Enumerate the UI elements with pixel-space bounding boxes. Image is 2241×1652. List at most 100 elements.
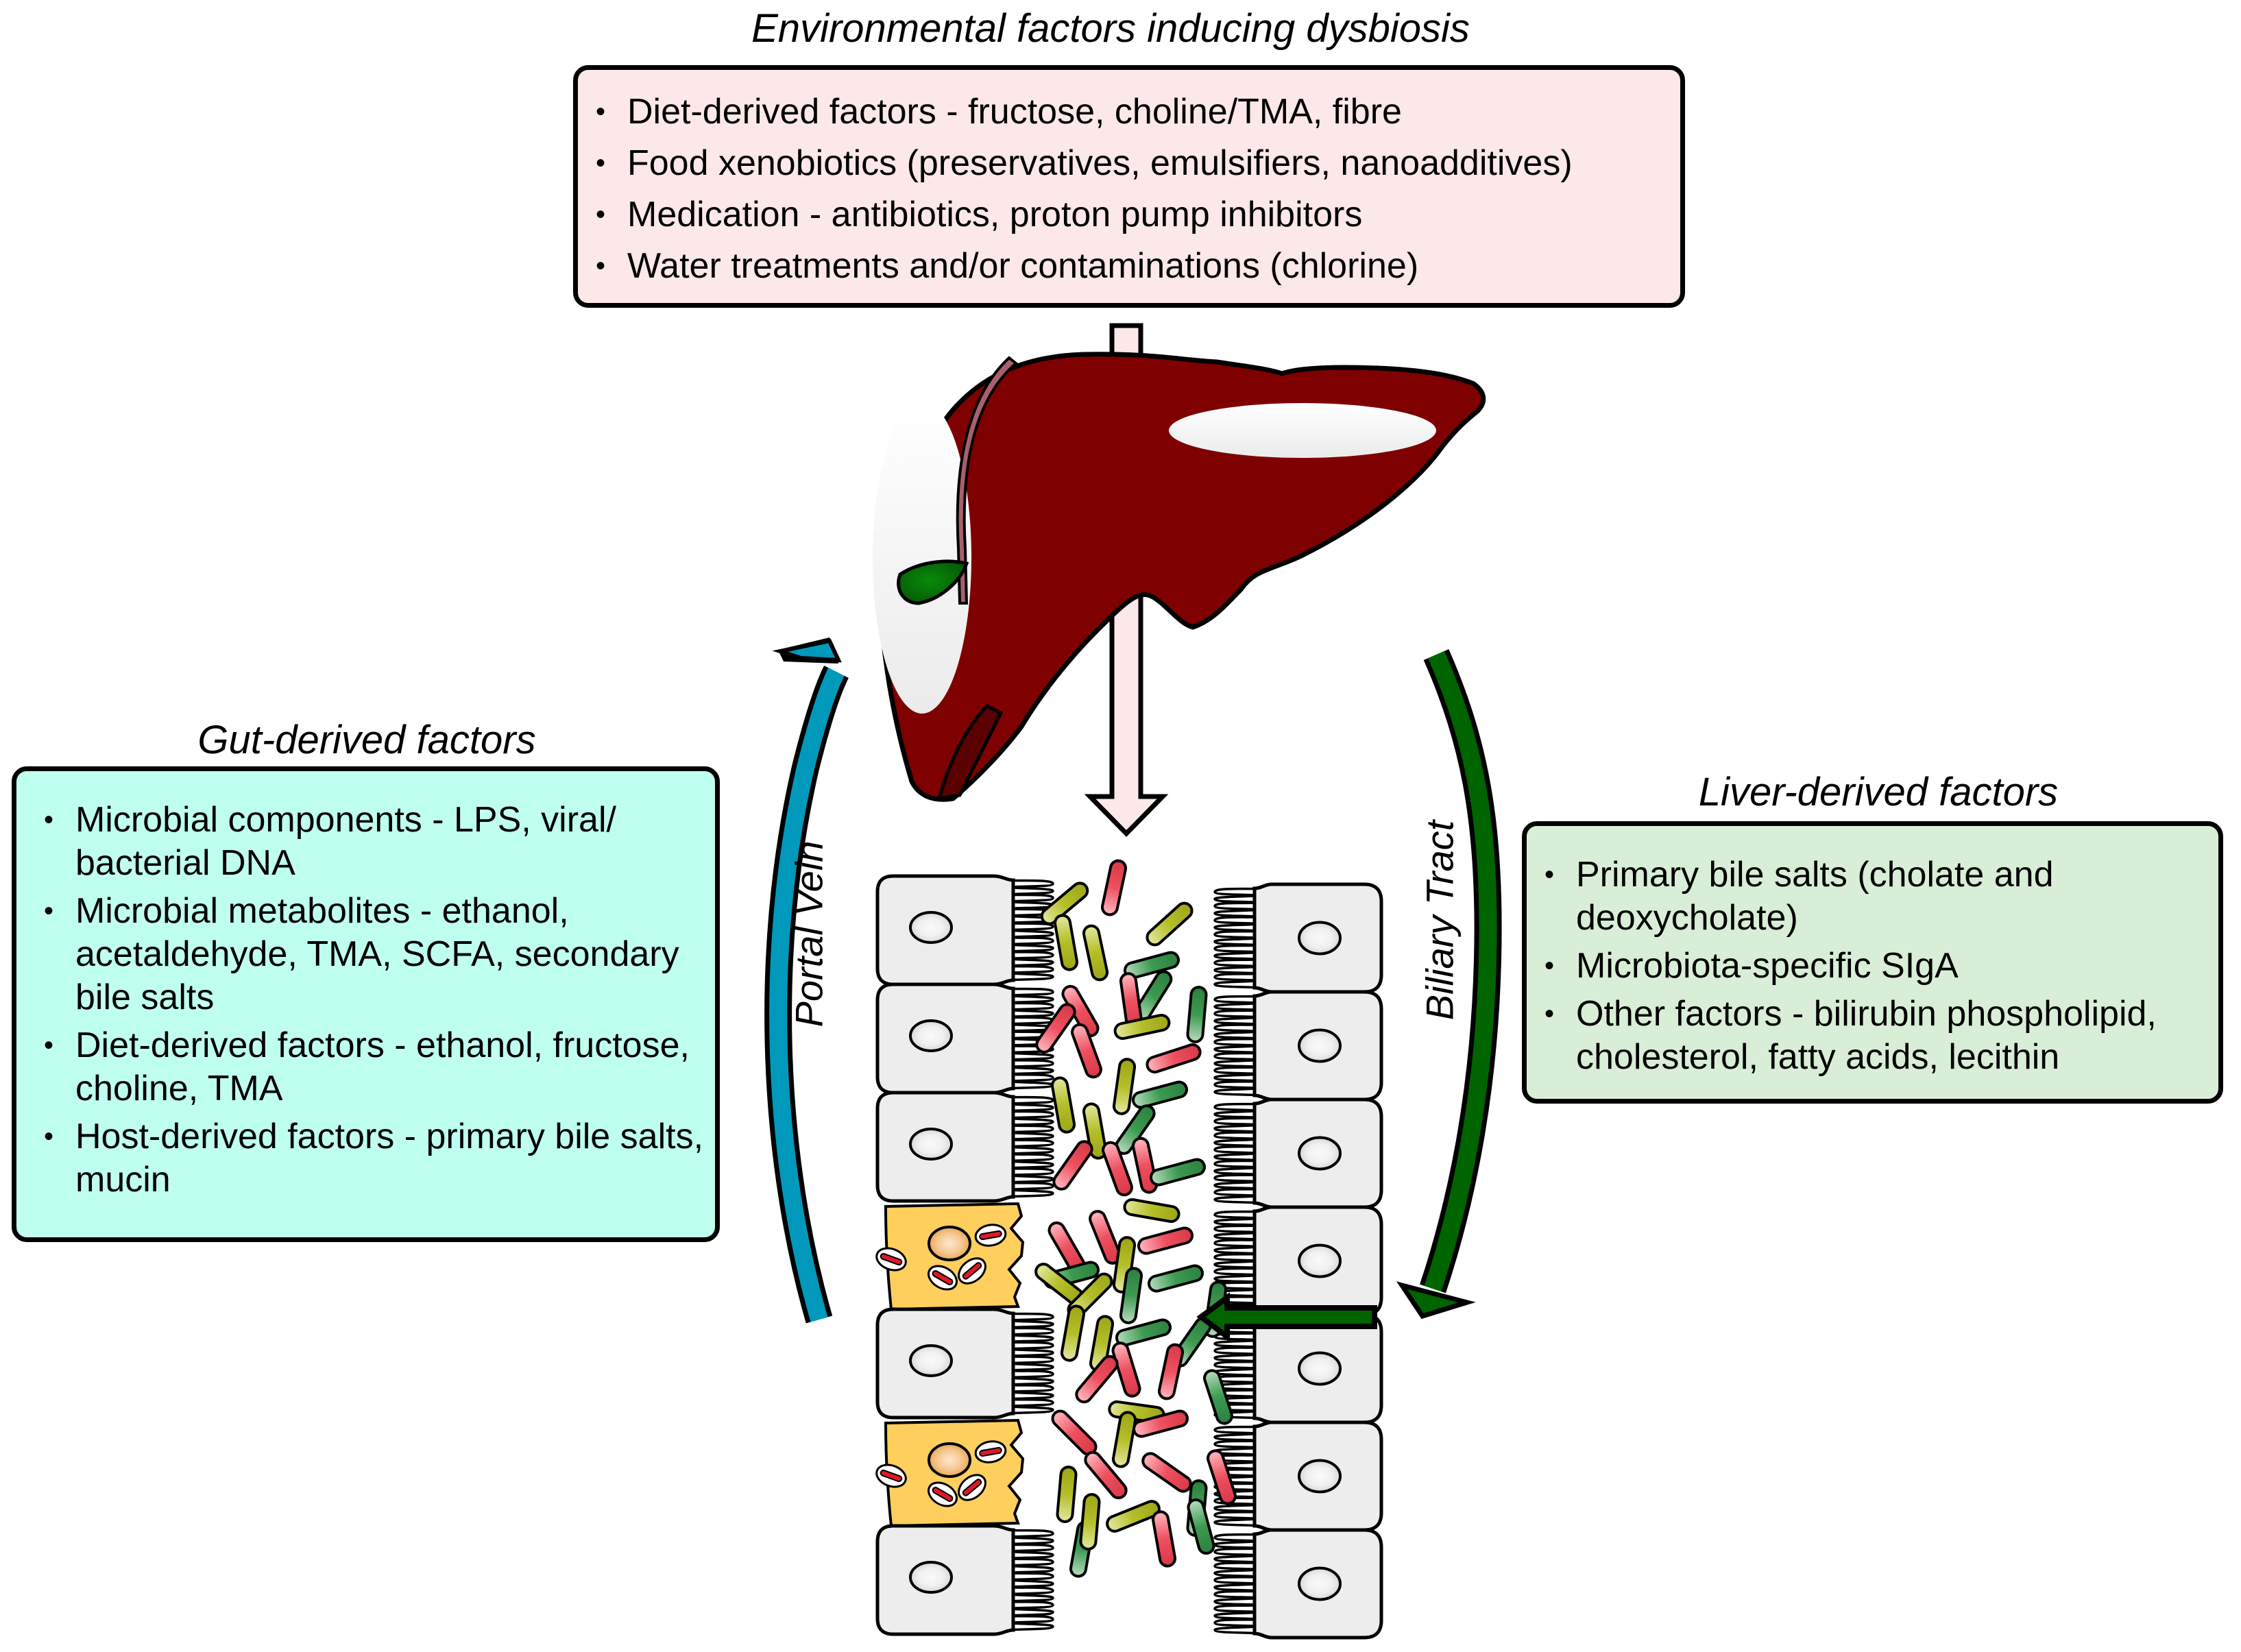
green-bacterium: [1147, 1264, 1204, 1293]
nucleus: [1298, 1028, 1342, 1063]
liver-highlight: [1169, 403, 1436, 458]
portal-vein-label: Portal Vein: [787, 840, 831, 1028]
yellow-green-bacterium: [1040, 882, 1089, 925]
red-bacterium: [1146, 1043, 1202, 1073]
red-bacterium: [1035, 1003, 1076, 1054]
red-bacterium: [1089, 1210, 1122, 1265]
yellow-green-bacterium: [1111, 1411, 1137, 1468]
nucleus: [1298, 1566, 1342, 1601]
translocating-bacterium: [928, 1481, 958, 1507]
list-item: •Other factors - bilirubin phospholipid,…: [1531, 993, 2212, 1079]
bullet-icon: •: [596, 97, 606, 127]
bile-to-lumen-arrow: [1196, 1292, 1377, 1343]
yellow-green-bacterium: [1079, 1493, 1101, 1551]
liver-highlight: [873, 401, 971, 714]
nucleus: [909, 1344, 953, 1377]
environmental-factors-box: • Diet-derived factors - fructose, cholin…: [573, 65, 1685, 308]
epithelial-cell: [875, 1091, 1054, 1203]
epithelial-cell: [875, 982, 1054, 1095]
epithelial-cell: [1213, 1313, 1383, 1424]
red-bacterium: [1102, 1141, 1133, 1197]
biliary-tract-label: Biliary Tract: [1418, 820, 1462, 1021]
nucleus: [1298, 921, 1342, 956]
nucleus: [909, 1019, 953, 1052]
list-item: • Microbiota-specific SIgA: [1531, 945, 2212, 988]
gut-derived-factors-title: Gut-derived factors: [197, 718, 536, 762]
green-bacterium: [1119, 1267, 1143, 1324]
red-bacterium: [1151, 1510, 1177, 1568]
red-bacterium: [1084, 1450, 1128, 1500]
list-item: • Primary bile salts (cholate and deoxych…: [1531, 853, 2212, 940]
gut-microbiota: [1034, 859, 1237, 1578]
list-item: •Host-derived factors - primary bile sal…: [30, 1115, 708, 1202]
red-bacterium: [1141, 1452, 1192, 1493]
red-bacterium: [1131, 1137, 1159, 1194]
red-bacterium: [1052, 1140, 1093, 1191]
nucleus: [928, 1226, 971, 1261]
red-bacterium: [1137, 1226, 1194, 1255]
environmental-factors-list: • Diet-derived factors - fructose, cholin…: [582, 86, 1680, 292]
liver-icon: [873, 352, 1486, 802]
list-item-text: Microbial metabolites - ethanol, acetald…: [75, 891, 679, 1017]
environmental-factors-title: Environmental factors inducing dysbiosis: [751, 6, 1470, 51]
list-item: • Water treatments and/or contaminations …: [582, 241, 1680, 292]
gut-derived-factors-box: •Microbial components - LPS, viral/ bact…: [12, 766, 720, 1242]
red-bacterium: [1075, 1355, 1119, 1404]
yellow-green-bacterium: [1106, 1500, 1161, 1533]
translocating-bacterium: [974, 1224, 1007, 1247]
list-item-text: Primary bile salts (cholate and deoxycho…: [1576, 855, 2054, 938]
green-bacterium: [1203, 1369, 1233, 1425]
list-item: • Medication - antibiotics, proton pump i…: [582, 189, 1680, 241]
red-bacterium: [1051, 1409, 1098, 1456]
yellow-green-bacterium: [1050, 1076, 1076, 1134]
nucleus: [928, 1442, 971, 1478]
list-item-text: Water treatments and/or contaminations (…: [627, 246, 1419, 286]
nucleus: [1298, 1243, 1342, 1278]
bullet-icon: •: [1545, 860, 1555, 890]
green-bacterium: [1187, 1498, 1215, 1555]
epithelial-cell: [1213, 1420, 1383, 1532]
red-bacterium: [1100, 859, 1128, 916]
damaged-epithelial-cell: [875, 1202, 1025, 1311]
bullet-icon: •: [596, 251, 606, 281]
liver-derived-factors-box: • Primary bile salts (cholate and deoxych…: [1522, 821, 2223, 1104]
red-bacterium: [1157, 1343, 1185, 1400]
bullet-icon: •: [44, 1030, 54, 1060]
epithelial-cell: [1213, 882, 1383, 994]
list-item-text: Diet-derived factors - fructose, choline…: [627, 92, 1402, 132]
green-bacterium: [1186, 986, 1208, 1043]
epithelial-cell: [875, 1307, 1054, 1420]
list-item-text: Microbiota-specific SIgA: [1576, 946, 1959, 986]
bullet-icon: •: [1545, 999, 1555, 1029]
yellow-green-bacterium: [1112, 1058, 1137, 1115]
liver-derived-factors-title: Liver-derived factors: [1698, 770, 2059, 814]
yellow-green-bacterium: [1060, 1304, 1086, 1362]
yellow-green-bacterium: [1082, 1102, 1108, 1160]
damaged-epithelial-cell: [875, 1418, 1025, 1528]
nucleus: [1298, 1459, 1342, 1494]
translocating-bacterium: [958, 1257, 986, 1285]
epithelial-cell: [1213, 990, 1383, 1102]
yellow-green-bacterium: [1113, 1013, 1171, 1041]
nucleus: [909, 1561, 953, 1594]
list-item: • Microbial metabolites - ethanol, acetal…: [30, 890, 708, 1019]
green-bacterium: [1115, 1318, 1172, 1347]
yellow-green-bacterium: [1053, 914, 1079, 971]
red-bacterium: [1207, 1449, 1237, 1505]
nucleus: [909, 1128, 953, 1161]
yellow-green-bacterium: [1056, 1466, 1078, 1523]
bullet-icon: •: [44, 805, 54, 835]
list-item: • Diet-derived factors - fructose, cholin…: [582, 86, 1680, 138]
gut-derived-factors-list: •Microbial components - LPS, viral/ bact…: [30, 799, 708, 1202]
list-item-text: Medication - antibiotics, proton pump in…: [627, 195, 1363, 234]
bullet-icon: •: [1545, 951, 1555, 981]
red-bacterium: [1111, 1341, 1141, 1398]
red-bacterium: [1071, 1023, 1102, 1079]
bullet-icon: •: [596, 199, 606, 230]
nucleus: [909, 911, 953, 944]
list-item-text: Diet-derived factors - ethanol, fructose…: [75, 1025, 690, 1108]
bullet-icon: •: [44, 896, 54, 926]
nucleus: [1298, 1351, 1342, 1386]
list-item: •Food xenobiotics (preservatives, emulsi…: [582, 138, 1680, 189]
translocating-bacterium: [958, 1474, 986, 1501]
